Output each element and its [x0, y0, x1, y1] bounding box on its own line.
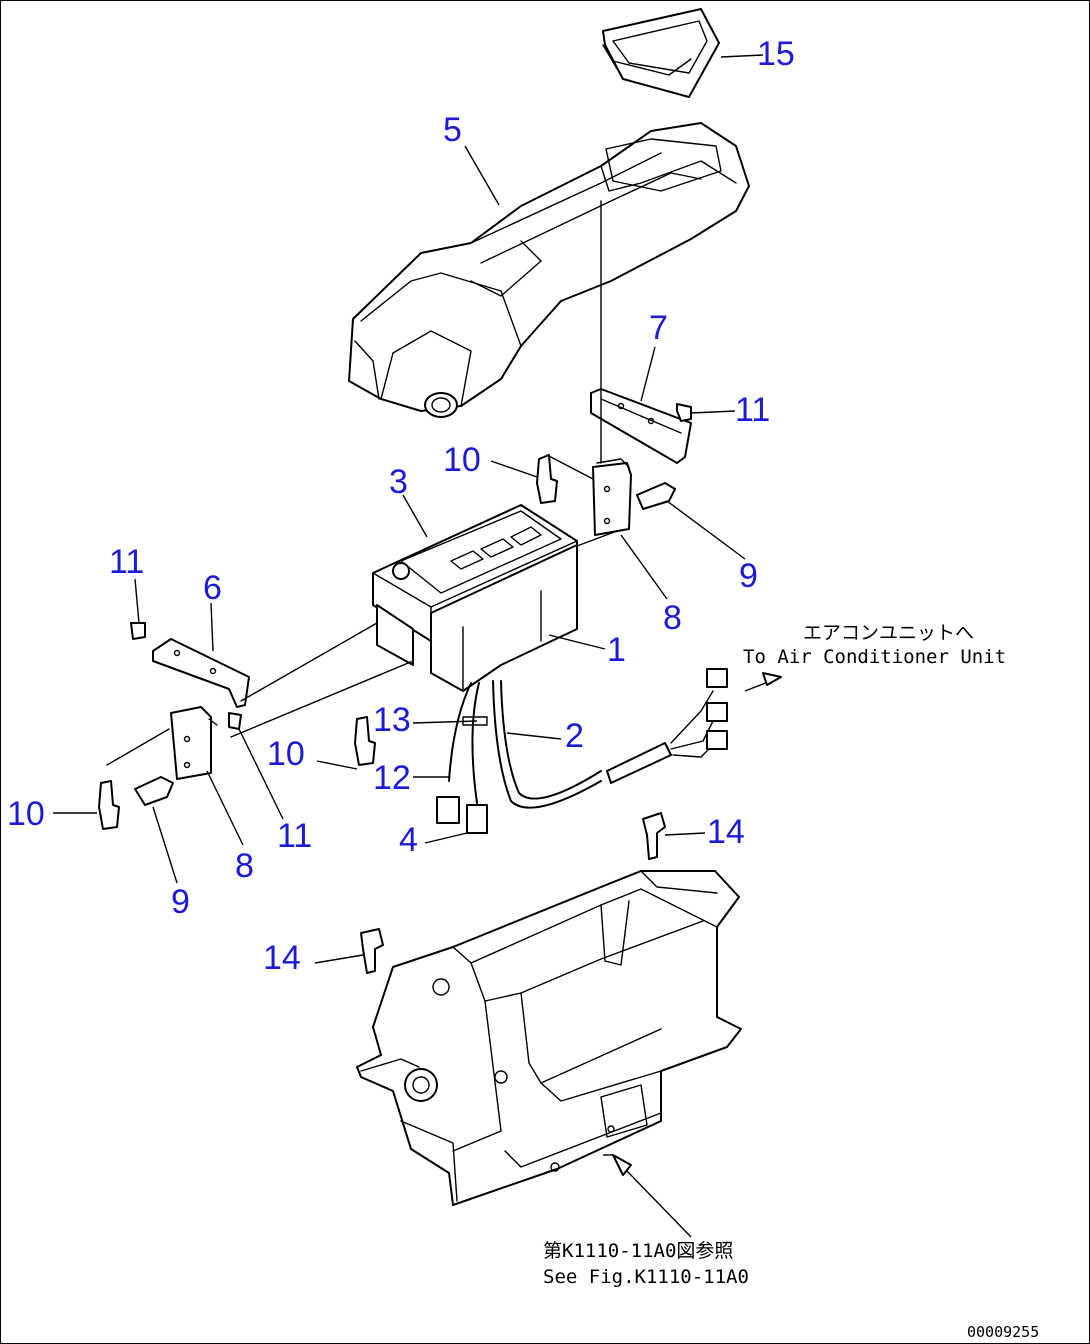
- callout-12: 12: [373, 759, 411, 797]
- callout-9-left: 9: [171, 883, 190, 921]
- part-6-bracket: [152, 638, 250, 708]
- callout-7: 7: [649, 309, 668, 347]
- callout-labels: 15 5 7 11 10 3 9 11 6 8 1 2 13 10 12 10 …: [7, 35, 795, 977]
- callout-11-right: 11: [735, 391, 770, 429]
- part-10-bolt-middle: [354, 716, 376, 766]
- part-1-controller: [376, 544, 578, 692]
- callout-14-left: 14: [263, 939, 301, 977]
- callout-9-right: 9: [739, 557, 758, 595]
- part-15-tray: [602, 8, 720, 98]
- assembly-lines: [106, 200, 618, 766]
- part-2-harness: [492, 668, 728, 809]
- callout-10-left: 10: [7, 795, 45, 833]
- callout-6: 6: [203, 569, 222, 607]
- callout-8-right: 8: [663, 599, 682, 637]
- callout-14-right: 14: [707, 813, 745, 851]
- callout-10-middle: 10: [267, 735, 305, 773]
- reference-note-en: See Fig.K1110-11A0: [543, 1266, 749, 1288]
- part-5-console-cover: [348, 122, 750, 418]
- callout-11-left-upper: 11: [109, 543, 144, 581]
- part-14-screw-left: [360, 928, 384, 974]
- part-9-bolt-right: [636, 482, 676, 510]
- callout-10-upper: 10: [443, 441, 481, 479]
- aircon-note-en: To Air Conditioner Unit: [743, 646, 1006, 668]
- part-11-clip-left-lower: [228, 712, 242, 730]
- callout-15: 15: [757, 35, 795, 73]
- notes: エアコンユニットへ To Air Conditioner Unit 第K1110…: [543, 622, 1039, 1341]
- part-13-band: [462, 716, 488, 726]
- callout-1: 1: [607, 631, 626, 669]
- part-10-bolt-left: [98, 780, 120, 830]
- reference-note-jp: 第K1110-11A0図参照: [543, 1240, 733, 1262]
- part-14-screw-right: [642, 812, 666, 860]
- part-8-plate-left: [170, 706, 212, 780]
- part-11-clip-right: [676, 403, 692, 422]
- callout-13: 13: [373, 701, 411, 739]
- figure-code: 00009255: [967, 1323, 1039, 1341]
- part-10-bolt-upper: [536, 454, 558, 504]
- callout-11-left-lower: 11: [277, 817, 312, 855]
- leader-lines: [53, 54, 782, 1238]
- base-frame: [356, 870, 742, 1206]
- callout-3: 3: [389, 463, 408, 501]
- callout-8-left: 8: [235, 847, 254, 885]
- part-11-clip-left-upper: [130, 622, 146, 640]
- aircon-note-jp: エアコンユニットへ: [803, 622, 974, 644]
- part-9-bolt-left: [134, 776, 174, 806]
- callout-4: 4: [399, 821, 418, 859]
- callout-2: 2: [565, 717, 584, 755]
- part-8-plate-right: [592, 458, 632, 536]
- part-12-harness: [436, 682, 488, 834]
- callout-5: 5: [443, 111, 462, 149]
